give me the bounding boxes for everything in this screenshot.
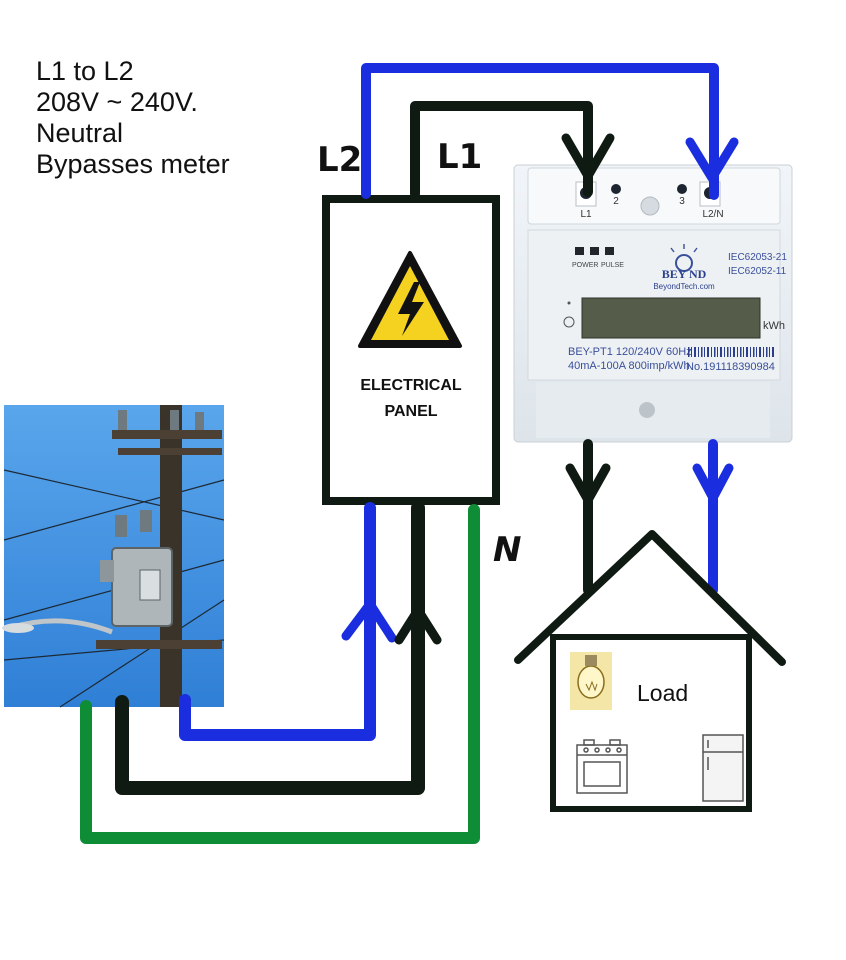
high-voltage-warning-icon [358, 251, 462, 348]
terminal-3-hole [677, 184, 687, 194]
brand-logo: BEY ND BeyondTech.com [653, 244, 715, 291]
voltage-notes: L1 to L2 208V ~ 240V. Neutral Bypasses m… [36, 56, 230, 180]
current-rating: 40mA-100A 800imp/kWh [568, 360, 690, 372]
refrigerator-icon [702, 734, 744, 802]
l2-wire-label: L2 [317, 140, 362, 180]
standard-2: IEC62052-11 [728, 266, 787, 277]
energy-meter: L1 2 3 L2/N POWER PULSE BEY ND BeyondTec… [513, 164, 793, 443]
model-rating: BEY-PT1 120/240V 60Hz [568, 346, 692, 358]
l1-wire-supply [115, 501, 425, 795]
panel-title-line1: ELECTRICAL [360, 377, 462, 394]
barcode [688, 347, 774, 357]
l2-wire-to-meter [361, 63, 719, 200]
panel-title-line2: PANEL [384, 403, 437, 420]
standard-1: IEC62053-21 [728, 252, 787, 263]
pulse-indicator-label: PULSE [601, 262, 624, 269]
l1-load-arrow [565, 463, 611, 505]
brand-website: BeyondTech.com [653, 282, 715, 291]
meter-display [581, 297, 761, 339]
house-load: Load [514, 530, 786, 812]
pulse-led-a [590, 247, 599, 255]
l1-wire-label: L1 [437, 137, 482, 177]
power-led [575, 247, 584, 255]
pulse-led-b [605, 247, 614, 255]
light-bulb-icon [570, 652, 612, 710]
terminal-2-hole [611, 184, 621, 194]
l2-load-arrow [692, 463, 734, 503]
neutral-wire-label: N [493, 530, 521, 570]
unit-label: kWh [763, 320, 785, 332]
l1-panel-arrow [394, 605, 442, 645]
terminal-3-label: 3 [679, 196, 685, 207]
power-indicator-label: POWER [572, 262, 598, 269]
serial-number: No.191118390984 [686, 361, 775, 373]
neutral-wire [80, 504, 480, 844]
l1-wire-to-meter [410, 101, 593, 199]
l2-panel-arrow [341, 599, 397, 643]
terminal-2-label: 2 [613, 196, 619, 207]
electrical-panel: ELECTRICAL PANEL [322, 195, 500, 505]
l1-meter-arrow [561, 133, 615, 181]
note-line-1: L1 to L2 [36, 56, 134, 86]
note-line-3: Neutral [36, 118, 124, 148]
load-label: Load [637, 680, 688, 706]
l2-wire-supply [179, 502, 376, 741]
note-line-4: Bypasses meter [36, 149, 230, 179]
stove-icon [576, 739, 628, 794]
terminal-l1-label: L1 [580, 209, 592, 220]
l2-meter-arrow [685, 137, 739, 183]
utility-pole-image [2, 405, 225, 708]
terminal-l2n-label: L2/N [702, 209, 723, 220]
brand-name: BEY ND [662, 267, 707, 281]
house-roof [514, 530, 786, 666]
note-line-2: 208V ~ 240V. [36, 87, 198, 117]
